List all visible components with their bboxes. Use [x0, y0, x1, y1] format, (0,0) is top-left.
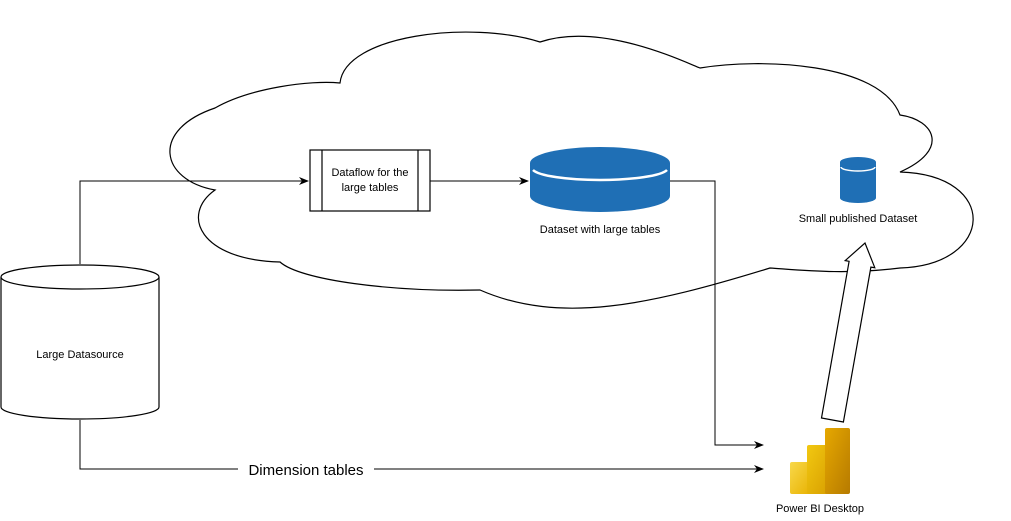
small-dataset-label: Small published Dataset	[799, 213, 918, 225]
dataflow-label-line2: large tables	[342, 182, 399, 194]
dataset-large-tables-database-icon[interactable]	[530, 147, 670, 212]
dataflow-process-box[interactable]: Dataflow for the large tables	[309, 149, 431, 212]
power-bi-icon[interactable]	[790, 428, 850, 494]
power-bi-label: Power BI Desktop	[776, 503, 864, 515]
dataflow-label-line1: Dataflow for the	[331, 167, 408, 179]
dimension-tables-label: Dimension tables	[248, 462, 363, 479]
edge-dimension-tables	[79, 420, 764, 473]
edge-dataset-to-powerbi	[670, 180, 764, 449]
publish-block-arrow	[820, 241, 876, 423]
dataset-large-tables-label: Dataset with large tables	[540, 224, 661, 236]
small-dataset-database-icon[interactable]	[840, 157, 876, 203]
large-datasource-label: Large Datasource	[36, 349, 123, 361]
edge-datasource-to-dataflow	[79, 177, 309, 264]
large-datasource-cylinder[interactable]: Large Datasource	[0, 264, 160, 420]
dimension-tables-label-bg	[238, 461, 374, 479]
